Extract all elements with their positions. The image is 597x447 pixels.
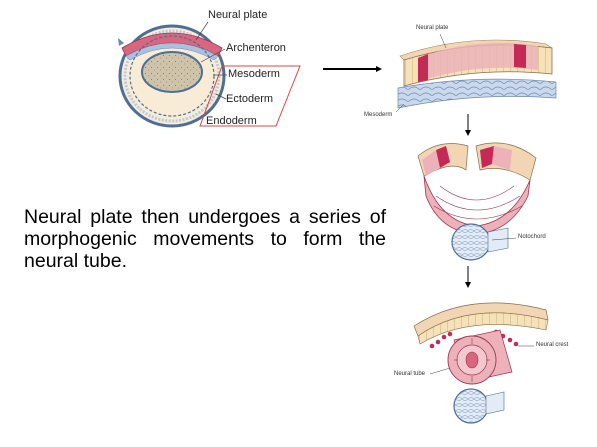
stage2-label-notochord: Notochord xyxy=(518,234,546,240)
notochord xyxy=(451,223,491,261)
label-archenteron: Archenteron xyxy=(226,42,286,54)
label-endoderm: Endoderm xyxy=(206,115,257,127)
archenteron-cavity xyxy=(141,51,203,93)
slide-body-text: Neural plate then undergoes a series of … xyxy=(24,206,386,272)
stage1-label-mesoderm: Mesoderm xyxy=(364,112,393,118)
arrow-to-stage2 xyxy=(465,114,471,136)
stage3-label-neural-tube: Neural tube xyxy=(394,371,426,377)
stage2-neural-groove xyxy=(417,142,537,261)
stage3-label-neural-crest: Neural crest xyxy=(536,342,569,348)
label-ectoderm: Ectoderm xyxy=(226,93,274,105)
arrow-to-stage3 xyxy=(465,266,471,288)
cross-section-embryo xyxy=(118,21,301,128)
stage1-label-neural-plate: Neural plate xyxy=(416,25,449,31)
stage1-neural-plate-block xyxy=(395,33,557,113)
stage3-neural-tube xyxy=(413,302,549,424)
label-neural-plate: Neural plate xyxy=(208,9,268,21)
pointer-triangle xyxy=(118,38,124,46)
label-mesoderm: Mesoderm xyxy=(228,68,280,80)
callout-frame xyxy=(199,65,301,127)
arrow-to-stage1 xyxy=(323,66,382,72)
